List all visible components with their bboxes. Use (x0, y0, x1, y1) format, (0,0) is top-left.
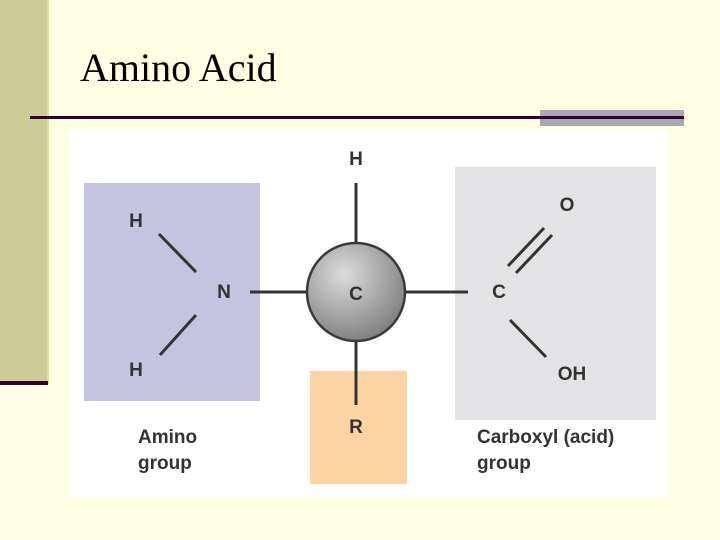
carboxyl-group-label-line1: Carboxyl (acid) (477, 427, 614, 448)
amino-group-label-line2: group (138, 453, 192, 474)
left-accent-bar-edge (47, 0, 49, 384)
bond-n-h-bottom (158, 313, 198, 357)
atom-n: N (217, 282, 231, 303)
atom-h-top: H (349, 149, 363, 170)
atom-o: O (560, 195, 575, 216)
title-rule-accent-line (540, 116, 684, 119)
amino-group-label-line1: Amino (138, 427, 197, 448)
atom-r: R (349, 417, 363, 438)
central-carbon-sphere (305, 241, 407, 343)
title-rule (30, 116, 684, 119)
atom-h-amino-top: H (129, 211, 143, 232)
bond-n-h-top (157, 232, 198, 274)
amino-group-box (84, 183, 260, 401)
bond-c-o-double-2 (514, 233, 554, 275)
atom-h-amino-bottom: H (129, 360, 143, 381)
atom-c-central: C (349, 284, 363, 305)
atom-c-carboxyl: C (492, 282, 506, 303)
bond-c-o-double-1 (506, 226, 546, 268)
page-title: Amino Acid (80, 45, 277, 90)
r-group-box (310, 371, 407, 484)
atom-oh: OH (558, 364, 587, 385)
carboxyl-group-box (455, 167, 656, 420)
bond-c-oh (508, 318, 548, 359)
left-accent-underline (0, 381, 48, 385)
left-accent-bar (0, 0, 47, 384)
carboxyl-group-label-line2: group (477, 453, 531, 474)
